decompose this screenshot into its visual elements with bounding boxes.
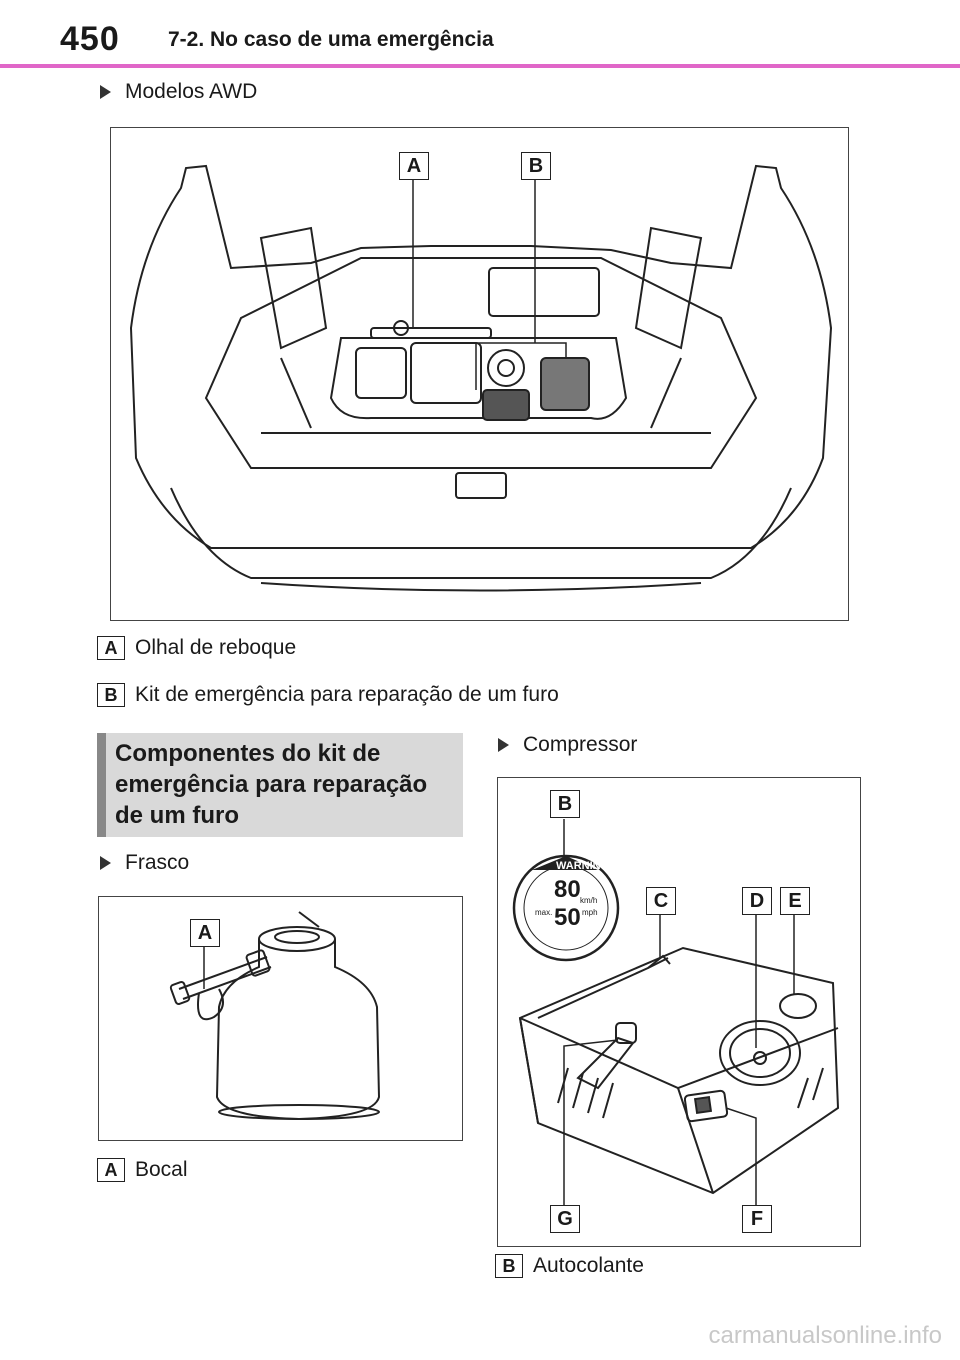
callout-g: G bbox=[550, 1205, 580, 1233]
bottle-bullet-label: Frasco bbox=[125, 851, 190, 874]
callout-a: A bbox=[190, 919, 220, 947]
legend-key: B bbox=[97, 683, 125, 707]
compressor-illustration: WARNING 80 km/h 50 mph max. B C D E G F bbox=[497, 777, 861, 1247]
legend-item-a: A Bocal bbox=[97, 1158, 188, 1182]
awd-leader-lines bbox=[412, 179, 567, 390]
watermark: carmanualsonline.info bbox=[708, 1322, 942, 1349]
callout-f: F bbox=[742, 1205, 772, 1233]
section-title: 7-2. No caso de uma emergência bbox=[168, 28, 494, 51]
callout-d: D bbox=[742, 887, 772, 915]
sticker-warning-text: WARNING bbox=[556, 860, 610, 872]
callout-e: E bbox=[780, 887, 810, 915]
sticker-speed-kmh: 80 bbox=[554, 876, 581, 903]
bottle-drawing bbox=[169, 911, 381, 1121]
legend-item-b: B Kit de emergência para reparação de um… bbox=[97, 683, 559, 707]
callout-a: A bbox=[399, 152, 429, 180]
awd-bullet-label: Modelos AWD bbox=[125, 80, 258, 103]
awd-bullet: Modelos AWD bbox=[100, 80, 257, 104]
sticker-max: max. bbox=[535, 908, 553, 917]
legend-key: A bbox=[97, 1158, 125, 1182]
trunk-illustration: A B bbox=[110, 127, 849, 621]
sticker-unit-mph: mph bbox=[582, 908, 598, 917]
sticker-unit-kmh: km/h bbox=[580, 896, 598, 905]
compressor-bullet-label: Compressor bbox=[523, 733, 638, 756]
heading-accent-bar bbox=[97, 733, 106, 837]
header-rule bbox=[0, 64, 960, 68]
legend-text: Olhal de reboque bbox=[135, 636, 297, 659]
compressor-drawing bbox=[512, 819, 840, 1205]
legend-item-b: B Autocolante bbox=[495, 1254, 644, 1278]
legend-text: Autocolante bbox=[533, 1254, 644, 1277]
legend-key: A bbox=[97, 636, 125, 660]
page-number: 450 bbox=[60, 20, 120, 58]
callout-c: C bbox=[646, 887, 676, 915]
callout-b: B bbox=[550, 790, 580, 818]
bottle-bullet: Frasco bbox=[100, 851, 189, 875]
page-header: 450 7-2. No caso de uma emergência bbox=[0, 0, 960, 70]
legend-text: Bocal bbox=[135, 1158, 188, 1181]
legend-key: B bbox=[495, 1254, 523, 1278]
warning-sticker-icon bbox=[512, 854, 620, 962]
triangle-bullet-icon bbox=[100, 856, 111, 870]
bottle-illustration: A bbox=[98, 896, 463, 1141]
triangle-bullet-icon bbox=[498, 738, 509, 752]
components-heading-box: Componentes do kit de emergência para re… bbox=[97, 733, 463, 837]
triangle-bullet-icon bbox=[100, 85, 111, 99]
sticker-speed-mph: 50 bbox=[554, 904, 581, 931]
legend-text: Kit de emergência para reparação de um f… bbox=[135, 683, 559, 706]
compressor-bullet: Compressor bbox=[498, 733, 637, 757]
trunk-drawing bbox=[129, 164, 833, 592]
components-heading: Componentes do kit de emergência para re… bbox=[115, 740, 428, 829]
callout-b: B bbox=[521, 152, 551, 180]
legend-item-a: A Olhal de reboque bbox=[97, 636, 296, 660]
